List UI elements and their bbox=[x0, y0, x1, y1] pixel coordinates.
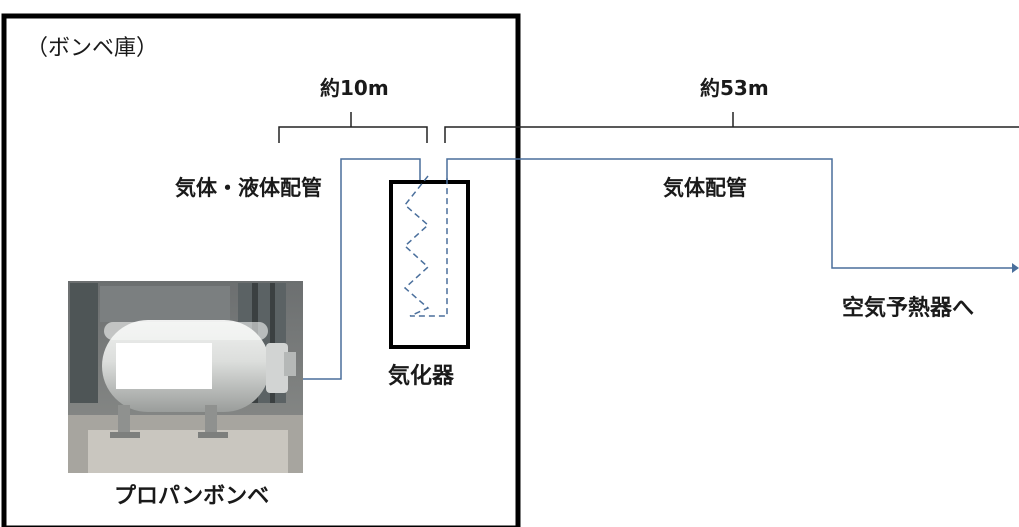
gas-pipe-label: 気体配管 bbox=[663, 176, 747, 200]
vaporizer-box bbox=[389, 180, 470, 349]
dimension-bracket-53m bbox=[444, 112, 1019, 143]
air-preheater-label: 空気予熱器へ bbox=[842, 296, 975, 321]
dimension-label-10m: 約10m bbox=[320, 76, 389, 100]
dimension-label-53m: 約53m bbox=[700, 76, 769, 100]
gas-liquid-pipe bbox=[290, 158, 421, 380]
gas-pipe bbox=[446, 158, 1012, 269]
propane-cylinder-photo bbox=[68, 281, 303, 473]
vaporizer-coil bbox=[403, 175, 448, 317]
storage-room-label: （ボンベ庫） bbox=[26, 36, 159, 61]
gas-pipe-arrowhead bbox=[1012, 263, 1019, 273]
vaporizer-label: 気化器 bbox=[388, 364, 455, 389]
gas-liquid-pipe-label: 気体・液体配管 bbox=[175, 176, 322, 200]
propane-cylinder-caption: プロパンボンベ bbox=[114, 484, 270, 509]
storage-room-outline bbox=[1, 13, 521, 527]
dimension-bracket-10m bbox=[278, 112, 428, 143]
